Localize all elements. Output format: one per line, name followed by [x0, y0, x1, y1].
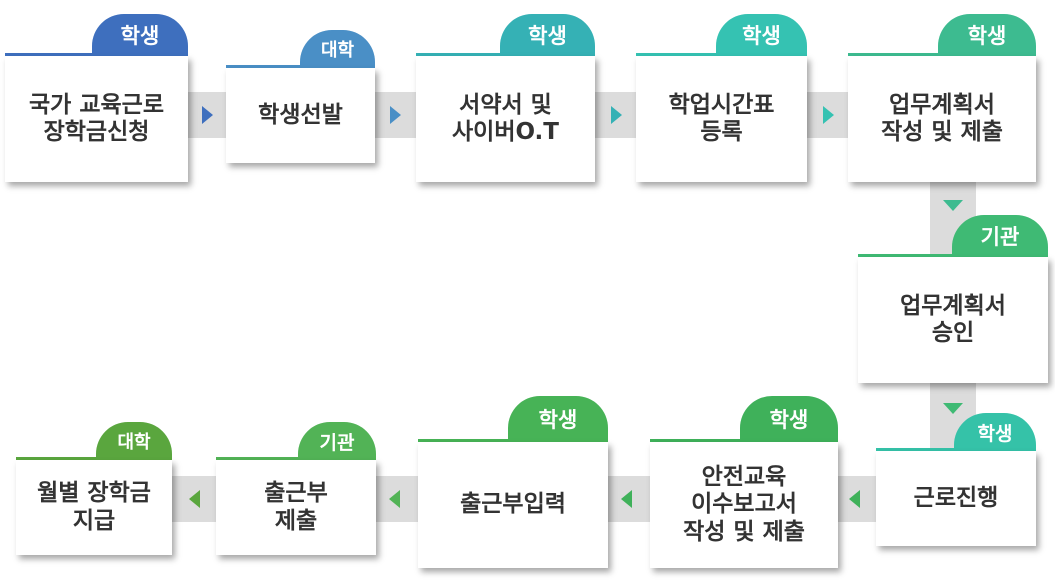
step-9-topline	[418, 439, 608, 442]
step-3-tag: 학생	[500, 14, 595, 56]
step-1-line-2: 장학금신청	[43, 119, 150, 145]
arrow-down-icon	[943, 200, 963, 211]
step-10-line-1: 출근부	[264, 480, 328, 507]
step-1-box: 국가 교육근로 장학금신청	[5, 56, 188, 182]
step-2-topline	[226, 65, 375, 68]
step-7-tag: 학생	[954, 413, 1036, 451]
step-5-tag: 학생	[938, 14, 1036, 56]
step-8-topline	[650, 439, 838, 442]
step-10-box: 출근부 제출	[216, 460, 376, 555]
step-8-box: 안전교육 이수보고서 작성 및 제출	[650, 442, 838, 568]
step-4-line-2: 등록	[700, 119, 743, 145]
step-4-line-1: 학업시간표	[668, 91, 775, 118]
step-7-topline	[876, 448, 1036, 451]
arrow-right-icon	[823, 106, 834, 124]
step-2-line-1: 학생선발	[258, 101, 343, 128]
step-5-line-1: 업무계획서	[889, 91, 995, 118]
step-10-topline	[216, 457, 376, 460]
step-5-line-2: 작성 및 제출	[881, 119, 1003, 145]
step-9-tag: 학생	[508, 396, 608, 442]
arrow-right-icon	[390, 106, 401, 124]
step-11-line-2: 지급	[72, 507, 116, 534]
step-6-tag: 기관	[952, 215, 1048, 257]
step-11-topline	[16, 457, 172, 460]
step-10-tag: 기관	[298, 422, 376, 460]
step-1-topline	[5, 53, 188, 56]
arrow-left-icon	[189, 490, 200, 508]
step-5-topline	[848, 53, 1036, 56]
arrow-right-icon	[611, 106, 622, 124]
step-8-line-1: 안전교육	[701, 464, 787, 491]
step-11-line-1: 월별 장학금	[37, 480, 151, 507]
step-8-line-3: 작성 및 제출	[683, 518, 805, 545]
step-9-box: 출근부입력	[418, 442, 608, 568]
step-7-box: 근로진행	[876, 451, 1036, 546]
step-4-topline	[636, 53, 807, 56]
step-3-box: 서약서 및 사이버O.T	[416, 56, 595, 182]
step-7-line-1: 근로진행	[913, 484, 999, 511]
step-3-topline	[416, 53, 595, 56]
arrow-left-icon	[621, 490, 632, 508]
step-11-tag: 대학	[96, 422, 172, 460]
step-8-line-2: 이수보고서	[691, 491, 797, 518]
step-3-line-1: 서약서 및	[459, 91, 552, 118]
step-2-box: 학생선발	[226, 68, 375, 163]
step-10-line-2: 제출	[274, 507, 318, 534]
step-9-line-1: 출근부입력	[460, 491, 566, 518]
step-4-tag: 학생	[716, 14, 807, 56]
step-6-line-2: 승인	[931, 320, 975, 346]
step-5-box: 업무계획서 작성 및 제출	[848, 56, 1036, 182]
step-8-tag: 학생	[740, 396, 838, 442]
arrow-left-icon	[389, 490, 400, 508]
step-1-tag: 학생	[92, 14, 188, 56]
step-6-topline	[858, 254, 1048, 257]
step-4-box: 학업시간표 등록	[636, 56, 807, 182]
step-11-box: 월별 장학금 지급	[16, 460, 172, 555]
step-6-line-1: 업무계획서	[900, 292, 1006, 319]
arrow-right-icon	[202, 106, 213, 124]
step-3-line-2: 사이버O.T	[452, 119, 559, 145]
step-2-tag: 대학	[300, 30, 375, 68]
step-1-line-1: 국가 교육근로	[29, 91, 164, 118]
step-6-box: 업무계획서 승인	[858, 257, 1048, 383]
arrow-down-icon	[943, 403, 963, 414]
arrow-left-icon	[849, 490, 860, 508]
